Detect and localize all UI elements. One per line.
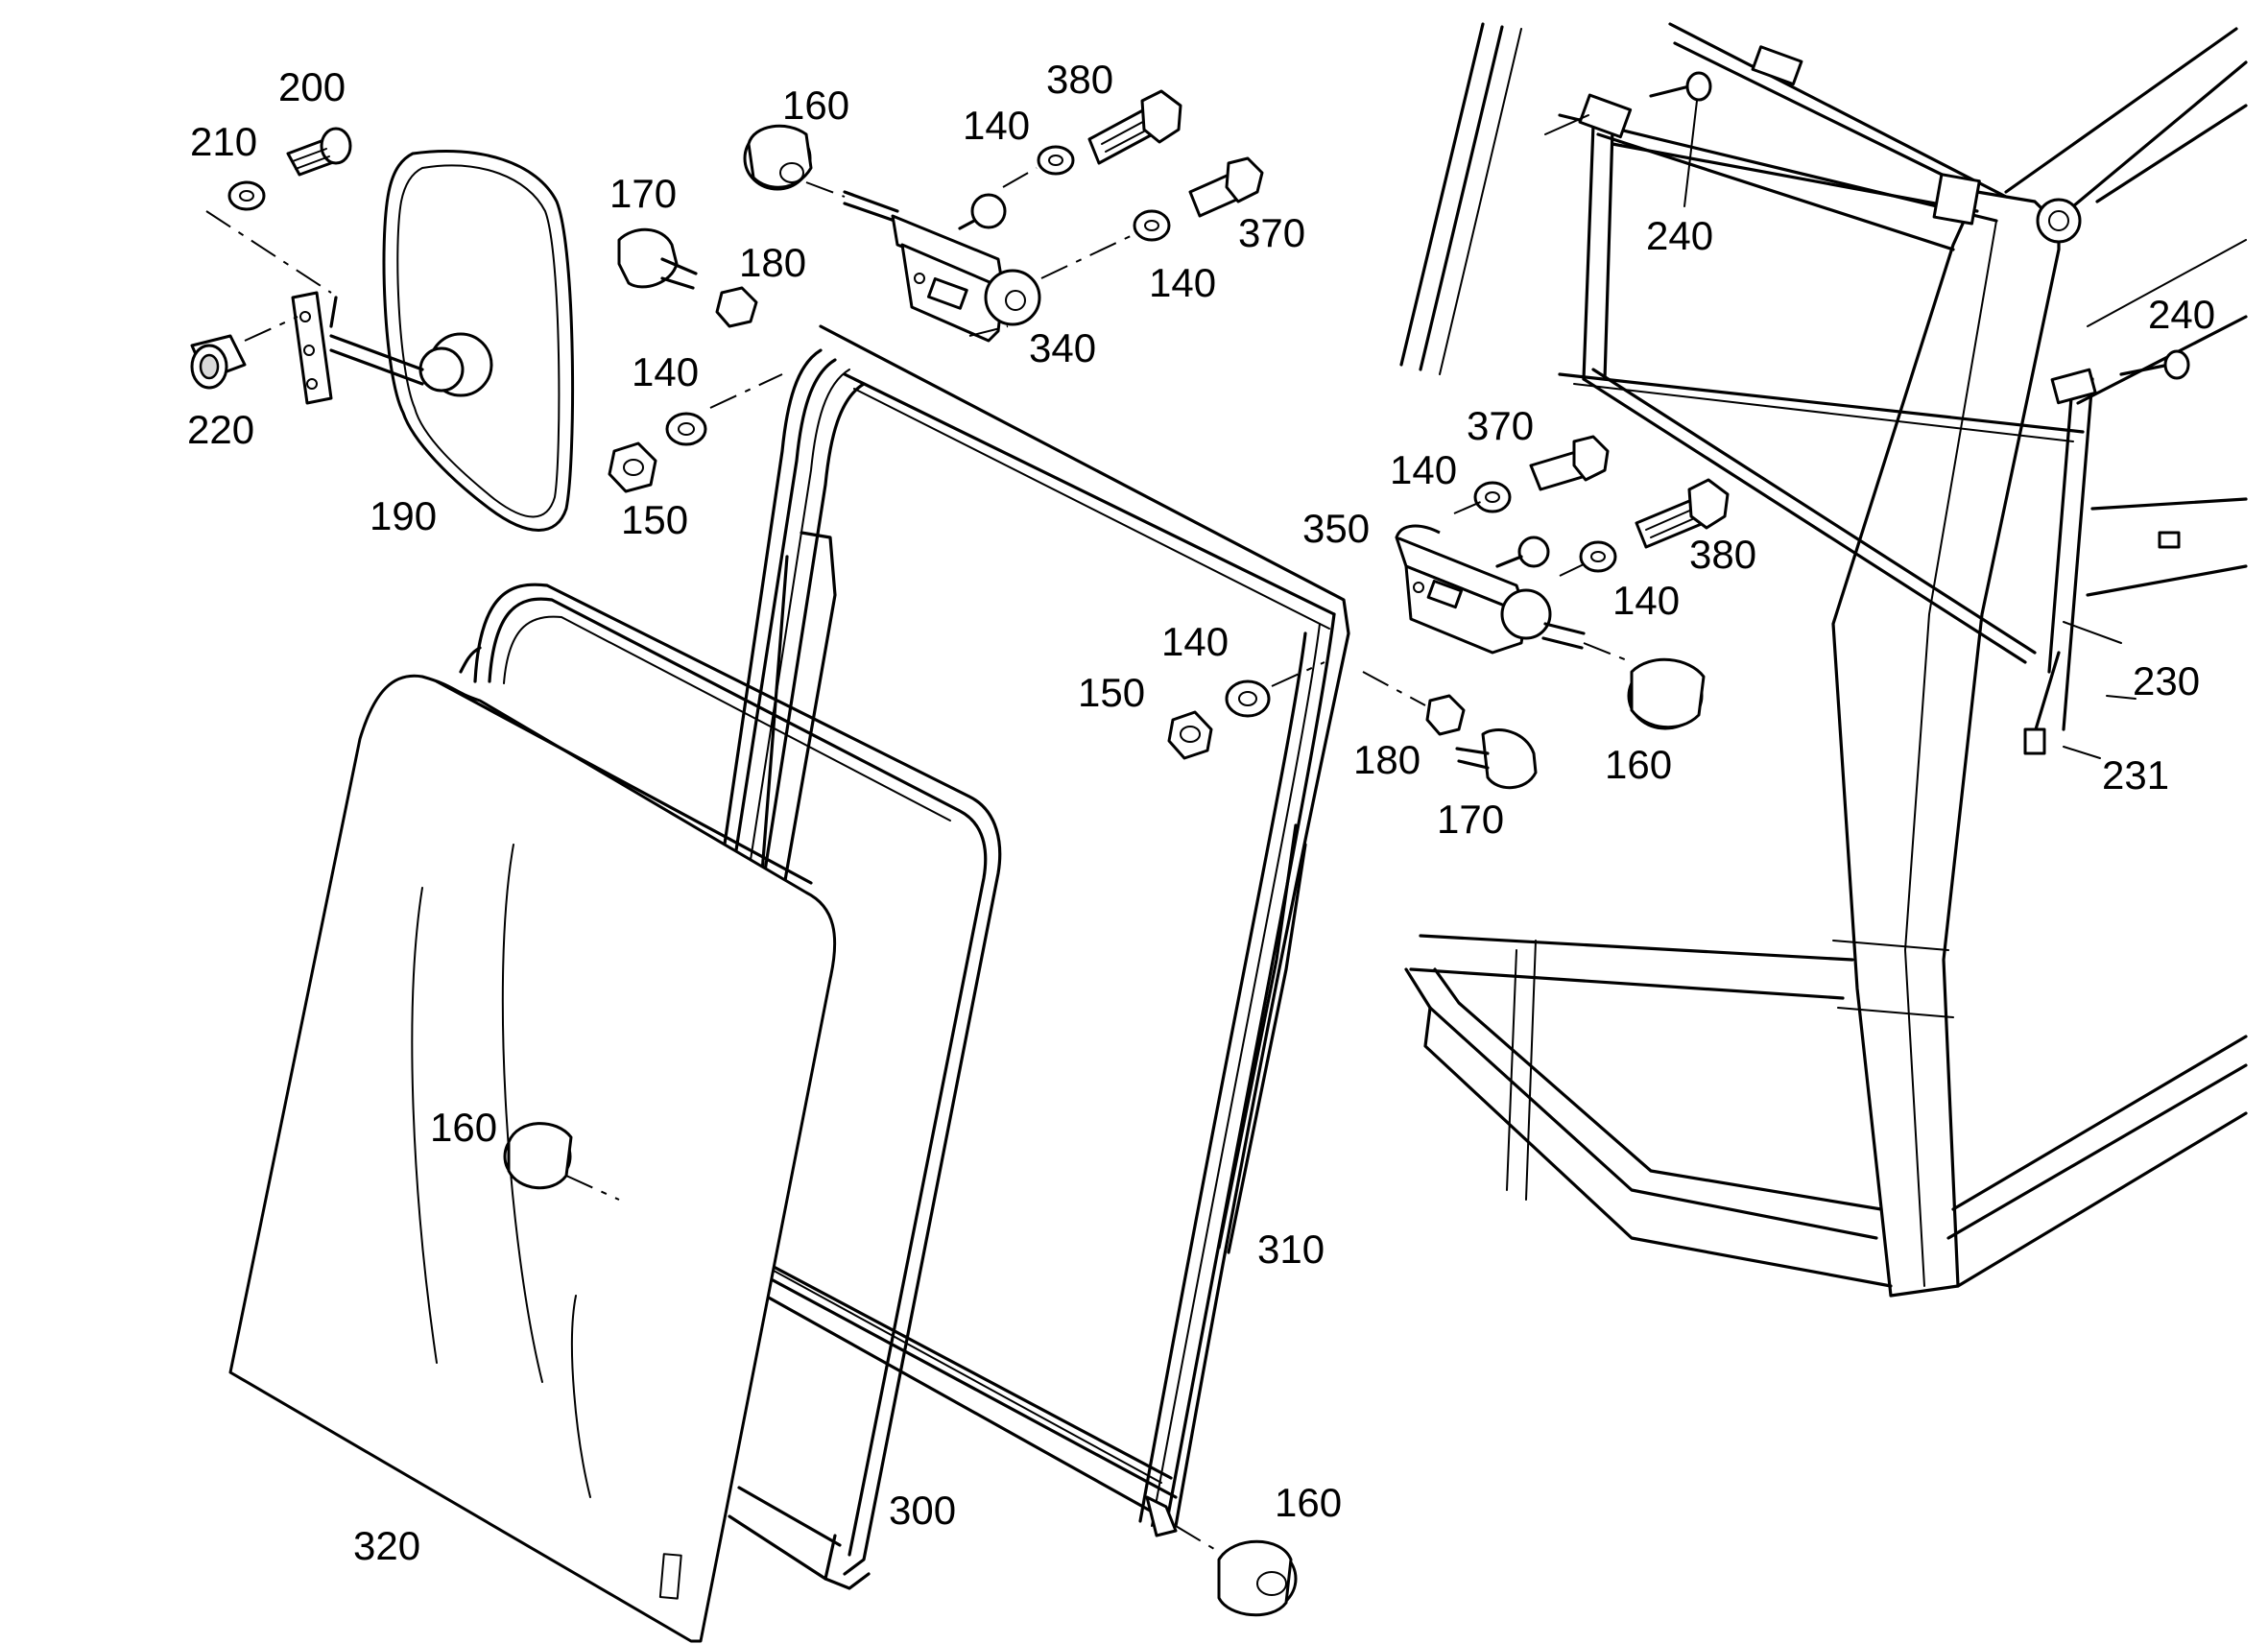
label-240: 240 [2148,292,2215,337]
label-150: 150 [1078,670,1145,715]
label-370: 370 [1467,403,1534,448]
label-140: 140 [632,349,699,394]
cab-frame [1399,22,2248,1298]
label-140: 140 [1612,578,1680,623]
mirror-assembly [190,127,575,532]
part-labels: 200 210 220 190 170 180 140 150 160 140 … [187,57,2215,1568]
label-150: 150 [621,497,688,542]
label-180: 180 [739,240,806,285]
label-160: 160 [1275,1480,1342,1525]
label-190: 190 [370,493,437,538]
door-frame-300 [459,583,1002,1590]
label-140: 140 [963,103,1030,148]
leader-lines [1683,100,2122,759]
label-200: 200 [278,64,346,109]
label-140: 140 [1149,260,1216,305]
right-hardware [1167,71,2190,790]
label-180: 180 [1353,737,1420,782]
label-380: 380 [1689,532,1756,577]
label-370: 370 [1238,210,1305,255]
upper-left-hardware [608,89,1264,493]
label-140: 140 [1161,619,1229,664]
label-160: 160 [782,83,849,128]
label-350: 350 [1302,506,1370,551]
label-340: 340 [1029,325,1096,370]
label-380: 380 [1046,57,1113,102]
label-140: 140 [1390,447,1457,492]
label-320: 320 [353,1523,420,1568]
label-170: 170 [1437,797,1504,842]
label-240: 240 [1646,213,1713,258]
label-210: 210 [190,119,257,164]
label-231: 231 [2102,752,2169,798]
rollers-lower [503,1122,1298,1617]
label-310: 310 [1257,1227,1325,1272]
label-160: 160 [430,1105,497,1150]
label-230: 230 [2133,658,2200,703]
label-300: 300 [889,1488,956,1533]
label-170: 170 [609,171,677,216]
label-220: 220 [187,407,254,452]
label-160: 160 [1605,742,1672,787]
